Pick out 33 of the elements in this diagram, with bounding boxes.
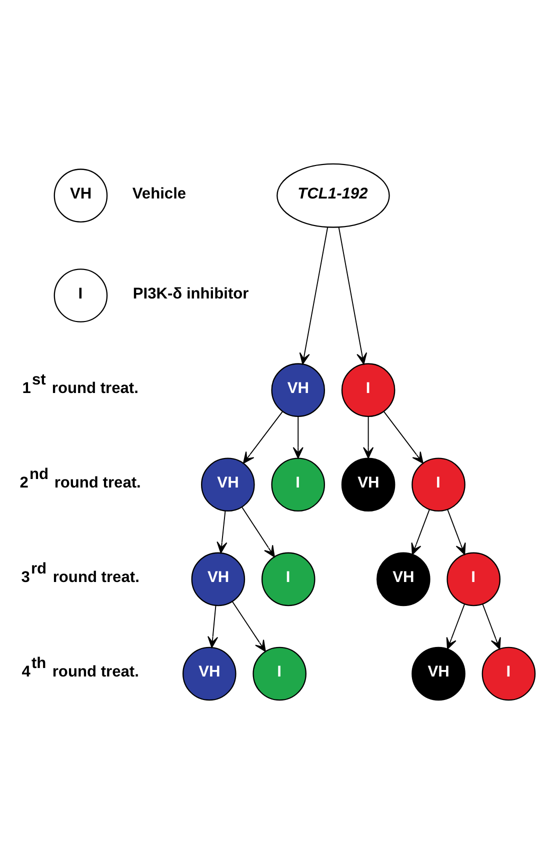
node-circle: I: [482, 646, 536, 701]
arrow: [208, 605, 218, 648]
node-circle: VH: [54, 168, 108, 222]
node-circle: I: [271, 458, 326, 512]
arrow: [383, 411, 424, 464]
node-circle: VH: [412, 646, 466, 701]
arrow: [242, 411, 284, 464]
node-ellipse: TCL1-192: [276, 163, 390, 228]
node-circle: I: [341, 363, 396, 417]
arrow: [292, 416, 304, 459]
arrow: [446, 604, 466, 650]
node-label: PI3K-δ inhibitor: [132, 285, 249, 302]
arrow: [411, 508, 430, 555]
node-circle: I: [252, 646, 306, 701]
arrow: [363, 416, 374, 459]
node-circle: I: [261, 552, 316, 606]
node-circle: VH: [191, 552, 246, 606]
arrow: [338, 227, 368, 365]
node-label: Vehicle: [132, 185, 186, 202]
arrow: [241, 506, 275, 558]
arrow: [447, 508, 466, 555]
node-circle: VH: [182, 646, 236, 701]
arrow: [216, 510, 228, 554]
node-circle: I: [446, 552, 500, 606]
arrow: [482, 604, 501, 650]
arrow: [299, 227, 328, 365]
node-circle: VH: [341, 458, 396, 512]
node-circle: I: [412, 458, 466, 512]
node-circle: VH: [376, 552, 430, 606]
node-circle: VH: [201, 458, 255, 512]
arrow: [232, 601, 266, 652]
node-circle: I: [54, 268, 108, 322]
node-circle: VH: [271, 363, 326, 417]
